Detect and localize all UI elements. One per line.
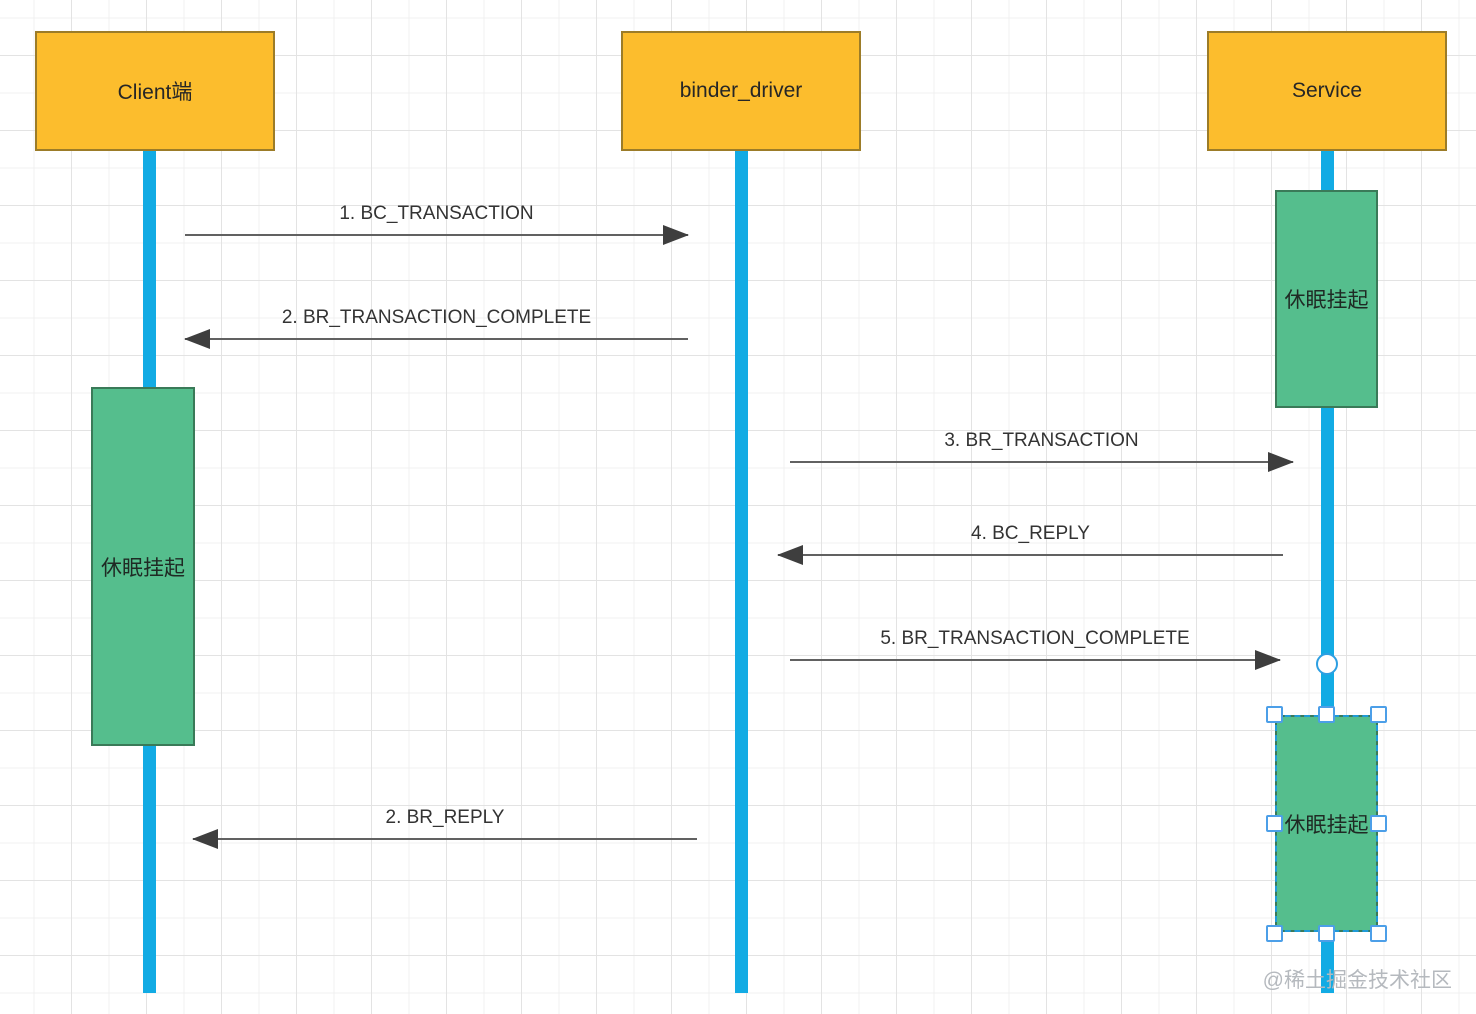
- selection-handle-bottom-right[interactable]: [1370, 925, 1387, 942]
- activation-service-sleep-2-selected[interactable]: 休眠挂起: [1275, 715, 1378, 932]
- selection-handle-bottom-center[interactable]: [1318, 925, 1335, 942]
- message-bc-reply[interactable]: 4. BC_REPLY: [777, 523, 1283, 565]
- message-label: 2. BR_REPLY: [385, 807, 505, 828]
- selection-handle-top-right[interactable]: [1370, 706, 1387, 723]
- selection-handle-top-center[interactable]: [1318, 706, 1335, 723]
- watermark: @稀土掘金技术社区: [1262, 969, 1452, 992]
- arrow-left-icon: [184, 329, 688, 349]
- activation-client-sleep[interactable]: 休眠挂起: [91, 387, 195, 746]
- activation-label: 休眠挂起: [1284, 289, 1369, 312]
- arrow-right-icon: [185, 225, 689, 245]
- message-label: 2. BR_TRANSACTION_COMPLETE: [281, 307, 592, 328]
- selection-handle-top-left[interactable]: [1266, 706, 1283, 723]
- message-br-transaction-complete-to-service[interactable]: 5. BR_TRANSACTION_COMPLETE: [790, 628, 1281, 670]
- actor-client[interactable]: Client端: [35, 31, 275, 151]
- arrow-right-icon: [790, 650, 1281, 670]
- actor-service-label: Service: [1291, 79, 1363, 102]
- connection-endpoint-circle[interactable]: [1316, 653, 1338, 675]
- activation-label: 休眠挂起: [101, 556, 185, 580]
- actor-service[interactable]: Service: [1207, 31, 1447, 151]
- lifeline-binder-driver[interactable]: [735, 151, 748, 993]
- actor-binder-driver[interactable]: binder_driver: [621, 31, 861, 151]
- arrow-left-icon: [192, 829, 697, 849]
- activation-service-sleep-1[interactable]: 休眠挂起: [1275, 190, 1378, 408]
- message-br-transaction[interactable]: 3. BR_TRANSACTION: [790, 430, 1294, 472]
- actor-binder-driver-label: binder_driver: [679, 79, 803, 102]
- selection-handle-middle-left[interactable]: [1266, 815, 1283, 832]
- selection-handle-bottom-left[interactable]: [1266, 925, 1283, 942]
- message-label: 1. BC_TRANSACTION: [339, 203, 534, 224]
- selection-handle-middle-right[interactable]: [1370, 815, 1387, 832]
- message-label: 5. BR_TRANSACTION_COMPLETE: [880, 628, 1190, 649]
- message-br-reply[interactable]: 2. BR_REPLY: [192, 807, 697, 849]
- actor-client-label: Client端: [117, 81, 193, 104]
- arrow-right-icon: [790, 452, 1294, 472]
- arrow-left-icon: [777, 545, 1283, 565]
- message-br-transaction-complete-to-client[interactable]: 2. BR_TRANSACTION_COMPLETE: [184, 307, 688, 349]
- message-label: 3. BR_TRANSACTION: [944, 430, 1139, 451]
- message-bc-transaction[interactable]: 1. BC_TRANSACTION: [185, 203, 689, 245]
- message-label: 4. BC_REPLY: [971, 523, 1090, 544]
- activation-label: 休眠挂起: [1284, 813, 1369, 837]
